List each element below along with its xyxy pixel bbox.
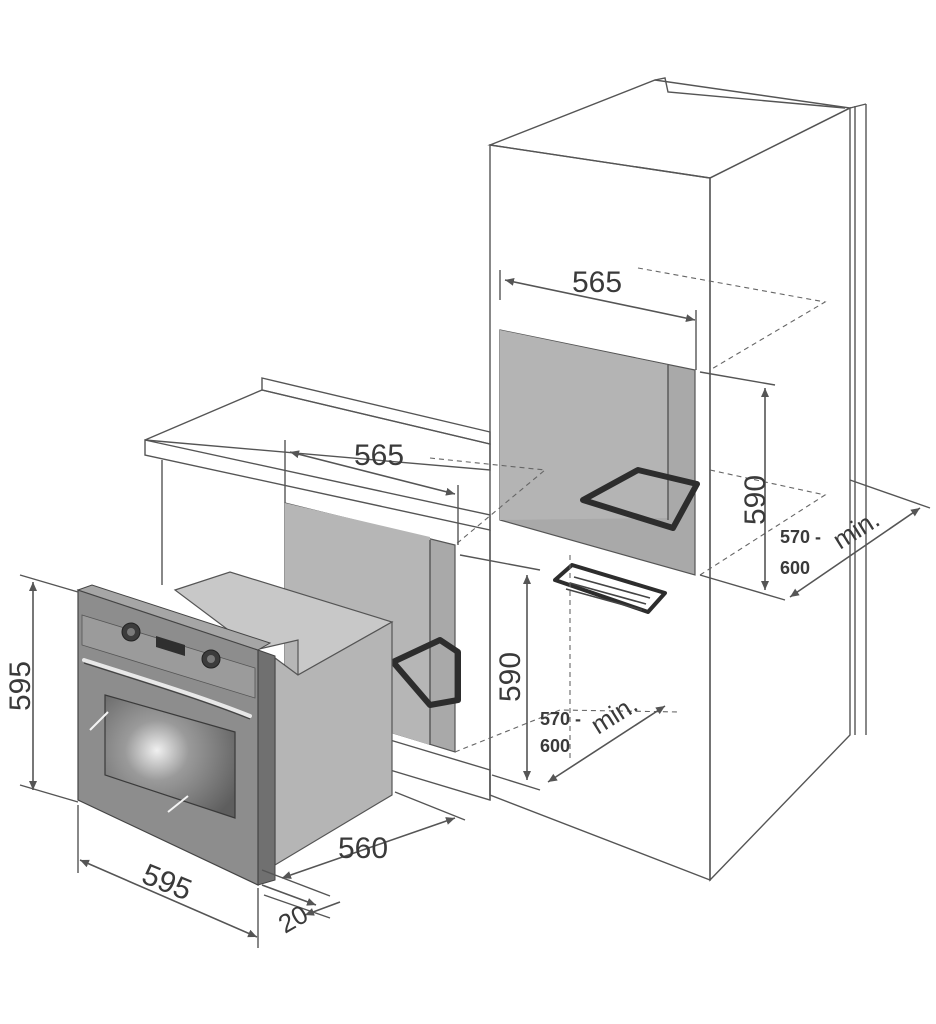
oven-front-edge [257, 649, 276, 886]
tall-depth-min-note: min. [827, 504, 885, 555]
oven-height-dimension: 595 [4, 574, 79, 803]
tall-cavity-floor-guide [699, 469, 827, 576]
oven [76, 571, 394, 886]
tall-cabinet-top [487, 79, 853, 179]
tall-width-dimension: 565 [499, 266, 697, 370]
oven-depth-label: 560 [338, 832, 388, 865]
oven-left-knob-cap [127, 628, 135, 636]
base-plinth [389, 739, 491, 801]
worktop-upstand [261, 377, 491, 445]
oven-front-top-trim [76, 584, 272, 651]
tall-cabinet-cavity-back [500, 330, 668, 520]
worktop-top [144, 389, 491, 471]
tall-height-label: 590 [739, 475, 772, 525]
base-cavity-vent-frame [390, 637, 461, 708]
base-cavity-depth-guide [429, 457, 547, 546]
base-width-dimension: 565 [284, 439, 459, 545]
tall-cabinet [487, 77, 867, 882]
base-height-dimension: 590 [459, 554, 541, 791]
oven-window [104, 694, 236, 819]
base-height-label: 590 [494, 652, 527, 702]
tall-cabinet-back-edge [849, 103, 867, 109]
base-depth-range: 570 - [540, 709, 581, 729]
oven-door-handle [82, 658, 252, 718]
tall-depth-range: 570 - [780, 527, 821, 547]
oven-depth-dimension: 560 [281, 791, 466, 879]
tall-depth-max: 600 [780, 558, 810, 578]
oven-front-thickness-label: 20 [273, 899, 313, 939]
tall-cavity-depth-guide [637, 267, 827, 371]
tall-width-label: 565 [572, 266, 622, 299]
tall-cavity-vent-frame [580, 467, 700, 531]
oven-glass-reflection [89, 711, 109, 731]
oven-display [156, 636, 185, 656]
oven-height-label: 595 [4, 661, 37, 711]
tall-height-dimension: 590 [699, 371, 786, 601]
oven-glass-reflection-2 [167, 795, 189, 813]
base-depth-min-note: min. [585, 689, 643, 740]
base-width-label: 565 [354, 439, 404, 472]
base-depth-dimension: 570 - 600 min. [540, 689, 666, 783]
tall-cabinet-top-lip [654, 77, 846, 109]
tall-cabinet-side [709, 106, 851, 882]
oven-width-label: 595 [137, 858, 196, 907]
oven-right-knob-cap [207, 655, 215, 663]
tall-depth-dimension: 570 - 600 min. [780, 479, 931, 598]
oven-door-handle-shadow [83, 662, 251, 720]
base-depth-max: 600 [540, 736, 570, 756]
front-vent-grille [553, 563, 667, 614]
